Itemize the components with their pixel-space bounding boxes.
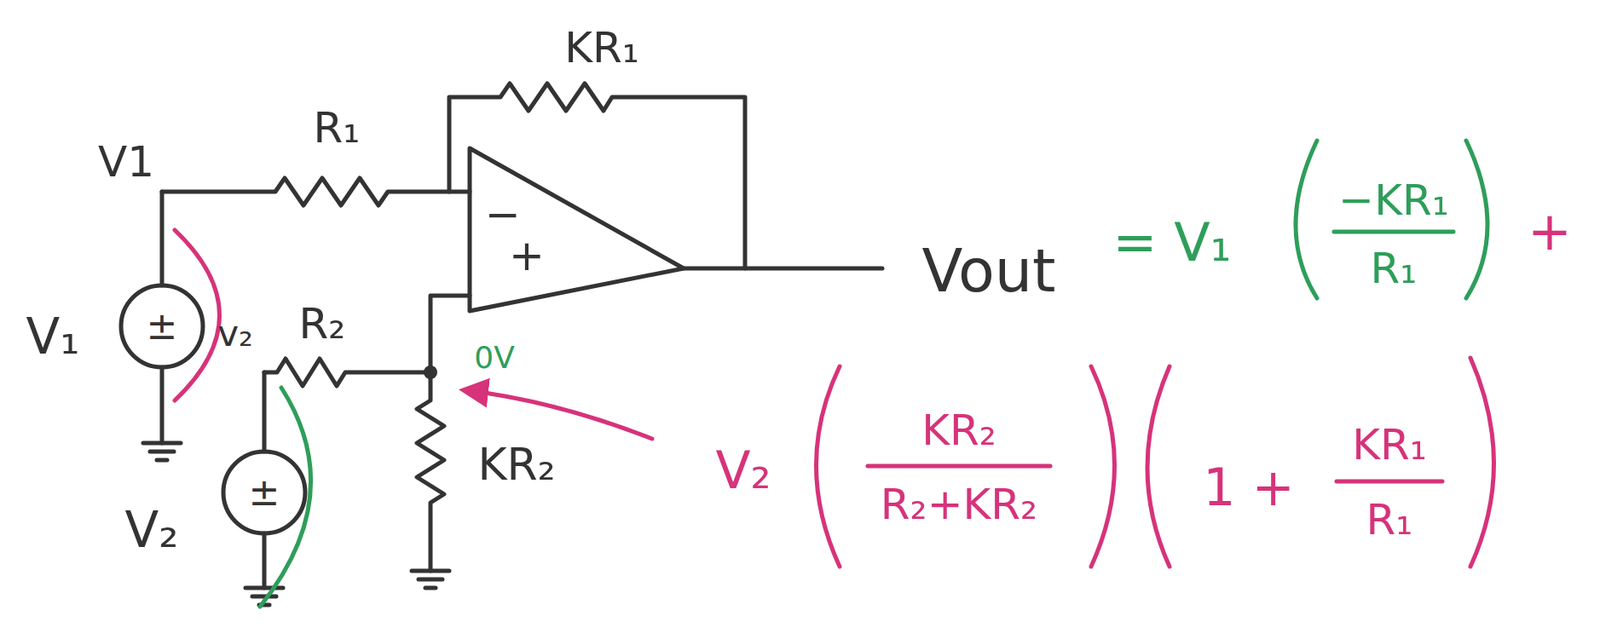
voltage-source: [223, 451, 306, 534]
kr2-resistor: [416, 372, 445, 572]
fraction-numerator: KR₁: [1351, 423, 1427, 467]
resistor-label: KR₁: [564, 26, 640, 70]
bracket: [1470, 358, 1495, 567]
input-sign: +: [508, 234, 545, 278]
r2-resistor: [264, 358, 431, 387]
source-polarity: ±: [248, 473, 281, 512]
ground-symbol: [143, 443, 181, 461]
pointer-arrow: [464, 390, 653, 439]
output-wire: [683, 266, 883, 272]
source-polarity: ±: [146, 307, 179, 346]
voltage-arc: [174, 230, 220, 401]
bracket: [1091, 366, 1115, 567]
bracket: [1466, 140, 1488, 299]
output-label: Vout: [921, 241, 1056, 301]
source-label: V₂: [125, 505, 180, 555]
bracket: [1295, 140, 1317, 299]
equation-term: 1 +: [1202, 462, 1295, 514]
voltage-note: 0V: [473, 342, 515, 374]
fraction-bar: [1336, 479, 1443, 485]
source-label: V₁: [26, 311, 81, 362]
node-label: V1: [98, 140, 155, 184]
fraction-numerator: −KR₁: [1338, 179, 1449, 222]
fraction-denominator: R₁: [1366, 498, 1414, 542]
resistor-label: R₂: [299, 302, 347, 346]
resistor-label: KR₂: [477, 442, 555, 487]
input-resistor: [161, 178, 470, 206]
opamp-triangle: [469, 148, 684, 312]
feedback-resistor: [449, 83, 746, 269]
input-sign: −: [485, 193, 521, 237]
fraction-numerator: KR₂: [921, 409, 997, 452]
bracket: [1147, 366, 1170, 567]
noninverting-wire: [430, 295, 470, 373]
bracket: [816, 366, 841, 567]
equation-operator: +: [1527, 205, 1572, 259]
junction-dot: [423, 365, 438, 380]
fraction-denominator: R₂+KR₂: [880, 483, 1038, 526]
equation-term: V₂: [715, 444, 771, 497]
equation-term: = V₁: [1113, 216, 1232, 270]
resistor-label: R₁: [313, 106, 361, 150]
voltage-source: [121, 285, 203, 368]
fraction-bar: [1334, 230, 1454, 235]
node-label: v₂: [217, 316, 254, 353]
fraction-bar: [867, 464, 1051, 469]
fraction-denominator: R₁: [1370, 247, 1418, 290]
ground-symbol: [411, 571, 450, 589]
